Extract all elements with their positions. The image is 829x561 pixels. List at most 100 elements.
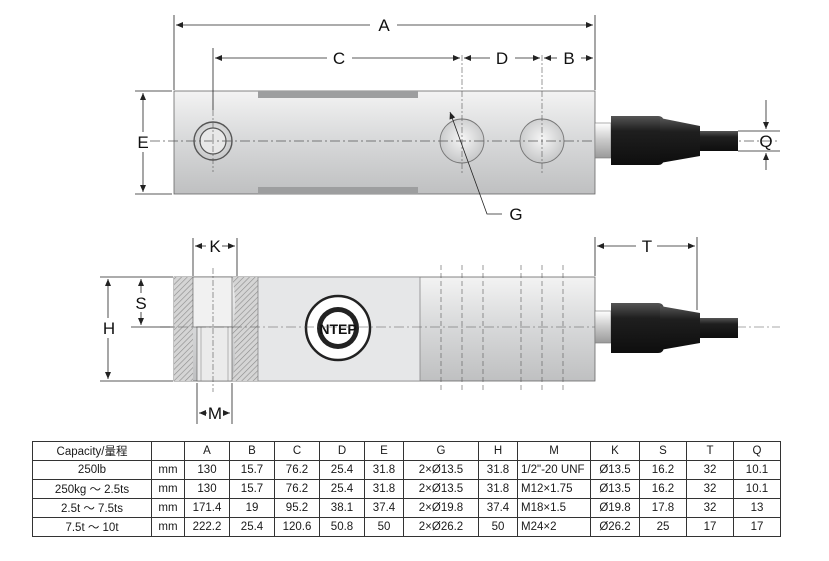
- table-cell: 95.2: [274, 498, 320, 518]
- table-cell: 222.2: [184, 517, 230, 537]
- cable: [700, 131, 738, 151]
- table-cell: Ø13.5: [590, 460, 640, 480]
- top-slot: [258, 91, 418, 98]
- table-row: 2.5t ～ 7.5ts mm 171.4 19 95.2 38.1 37.4 …: [32, 498, 781, 518]
- dim-label-g: G: [509, 205, 522, 224]
- table-cell: 13: [733, 498, 781, 518]
- table-cell: 250kg ～ 2.5ts: [32, 479, 152, 499]
- table-header-cell: [151, 441, 185, 461]
- table-row: 250lb mm 130 15.7 76.2 25.4 31.8 2×Ø13.5…: [32, 460, 781, 480]
- table-cell: Ø26.2: [590, 517, 640, 537]
- top-view: [150, 55, 780, 195]
- table-cell: M24×2: [517, 517, 591, 537]
- cable-fitting: [594, 122, 612, 159]
- table-cell: 50: [478, 517, 518, 537]
- table-header-cell: C: [274, 441, 320, 461]
- table-cell: 32: [686, 479, 734, 499]
- table-cell: 7.5t ～ 10t: [32, 517, 152, 537]
- table-cell: 1/2"-20 UNF: [517, 460, 591, 480]
- dim-label-s: S: [135, 294, 146, 313]
- table-cell: 32: [686, 498, 734, 518]
- table-row: 7.5t ～ 10t mm 222.2 25.4 120.6 50.8 50 2…: [32, 517, 781, 537]
- dim-label-b: B: [563, 49, 574, 68]
- table-header-cell: B: [229, 441, 275, 461]
- table-header-cell: T: [686, 441, 734, 461]
- top-dimensions: [135, 15, 780, 215]
- counterbore: [192, 276, 233, 328]
- table-cell: mm: [151, 460, 185, 480]
- table-header-cell: Capacity/量程: [32, 441, 152, 461]
- dim-label-k: K: [209, 237, 221, 256]
- table-cell: M18×1.5: [517, 498, 591, 518]
- table-cell: 25: [639, 517, 687, 537]
- table-cell: 37.4: [478, 498, 518, 518]
- side-dimensions: [100, 237, 698, 424]
- table-cell: 16.2: [639, 460, 687, 480]
- table-cell: Ø19.8: [590, 498, 640, 518]
- table-cell: 130: [184, 460, 230, 480]
- table-cell: 10.1: [733, 460, 781, 480]
- table-cell: 2×Ø13.5: [403, 479, 479, 499]
- dim-label-d: D: [496, 49, 508, 68]
- table-cell: 120.6: [274, 517, 320, 537]
- table-cell: 2×Ø26.2: [403, 517, 479, 537]
- table-cell: mm: [151, 479, 185, 499]
- spec-table: Capacity/量程 A B C D E G H M K S T Q 250l…: [32, 441, 781, 537]
- table-header-cell: G: [403, 441, 479, 461]
- ntep-logo: NTEP: [304, 294, 372, 362]
- table-cell: 25.4: [319, 460, 365, 480]
- table-header-cell: E: [364, 441, 404, 461]
- table-cell: 50.8: [319, 517, 365, 537]
- table-cell: 38.1: [319, 498, 365, 518]
- table-cell: 25.4: [319, 479, 365, 499]
- table-header-cell: Q: [733, 441, 781, 461]
- table-cell: mm: [151, 498, 185, 518]
- table-cell: 16.2: [639, 479, 687, 499]
- load-cell-drawing: A C D B E Q G NTEP: [100, 15, 780, 424]
- top-dimension-labels: A C D B E Q G: [137, 16, 772, 224]
- svg-text:NTEP: NTEP: [319, 321, 356, 337]
- table-row: 250kg ～ 2.5ts mm 130 15.7 76.2 25.4 31.8…: [32, 479, 781, 499]
- table-cell: 19: [229, 498, 275, 518]
- dim-label-h: H: [103, 319, 115, 338]
- side-view: NTEP: [160, 265, 780, 392]
- table-cell: 76.2: [274, 460, 320, 480]
- table-header-cell: K: [590, 441, 640, 461]
- threaded-hole: [196, 326, 233, 382]
- table-cell: 250lb: [32, 460, 152, 480]
- cable-boot: [611, 116, 664, 165]
- table-header-cell: H: [478, 441, 518, 461]
- dim-label-t: T: [642, 237, 652, 256]
- table-cell: 17: [686, 517, 734, 537]
- dim-label-c: C: [333, 49, 345, 68]
- table-cell: 31.8: [364, 479, 404, 499]
- table-cell: 15.7: [229, 460, 275, 480]
- dim-label-e: E: [137, 133, 148, 152]
- table-cell: 130: [184, 479, 230, 499]
- dim-label-q: Q: [759, 132, 772, 151]
- dim-label-a: A: [378, 16, 390, 35]
- table-cell: mm: [151, 517, 185, 537]
- table-cell: 2×Ø19.8: [403, 498, 479, 518]
- table-cell: 15.7: [229, 479, 275, 499]
- table-cell: Ø13.5: [590, 479, 640, 499]
- table-cell: 25.4: [229, 517, 275, 537]
- table-cell: 31.8: [478, 460, 518, 480]
- dim-label-m: M: [208, 404, 222, 423]
- table-cell: 2×Ø13.5: [403, 460, 479, 480]
- table-cell: 50: [364, 517, 404, 537]
- table-header-cell: S: [639, 441, 687, 461]
- table-cell: M12×1.75: [517, 479, 591, 499]
- table-cell: 31.8: [364, 460, 404, 480]
- table-header-row: Capacity/量程 A B C D E G H M K S T Q: [32, 441, 781, 461]
- table-cell: 17: [733, 517, 781, 537]
- bottom-slot: [258, 187, 418, 194]
- table-cell: 171.4: [184, 498, 230, 518]
- table-cell: 17.8: [639, 498, 687, 518]
- table-cell: 31.8: [478, 479, 518, 499]
- table-header-cell: D: [319, 441, 365, 461]
- table-cell: 32: [686, 460, 734, 480]
- table-header-cell: M: [517, 441, 591, 461]
- table-cell: 10.1: [733, 479, 781, 499]
- table-header-cell: A: [184, 441, 230, 461]
